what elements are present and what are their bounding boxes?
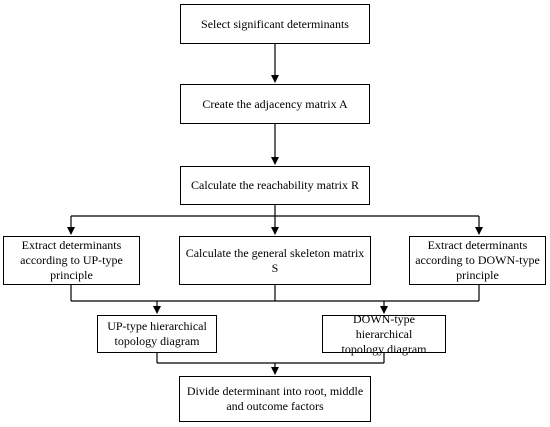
extract-up-box: Extract determinants according to UP-typ… [3,236,140,285]
up-diagram-box: UP-type hierarchical topology diagram [97,315,217,353]
skeleton-matrix-label: Calculate the general skeleton matrix S [185,245,365,275]
extract-down-label: Extract determinants according to DOWN-t… [415,238,540,282]
skeleton-matrix-box: Calculate the general skeleton matrix S [179,236,371,285]
extract-up-label: Extract determinants according to UP-typ… [20,238,123,282]
divide-factors-box: Divide determinant into root, middle and… [179,376,371,422]
select-determinants-label: Select significant determinants [201,16,349,31]
select-determinants-box: Select significant determinants [180,4,370,44]
down-diagram-box: DOWN-type hierarchical topology diagram [322,312,446,356]
divide-factors-label: Divide determinant into root, middle and… [186,384,364,413]
adjacency-matrix-box: Create the adjacency matrix A [180,84,370,124]
adjacency-matrix-label: Create the adjacency matrix A [202,96,348,111]
down-diagram-label: DOWN-type hierarchical topology diagram [341,311,427,356]
reachability-matrix-label: Calculate the reachability matrix R [191,178,359,192]
up-diagram-label: UP-type hierarchical topology diagram [107,319,207,348]
extract-down-box: Extract determinants according to DOWN-t… [409,236,546,285]
reachability-matrix-box: Calculate the reachability matrix R [180,166,370,205]
